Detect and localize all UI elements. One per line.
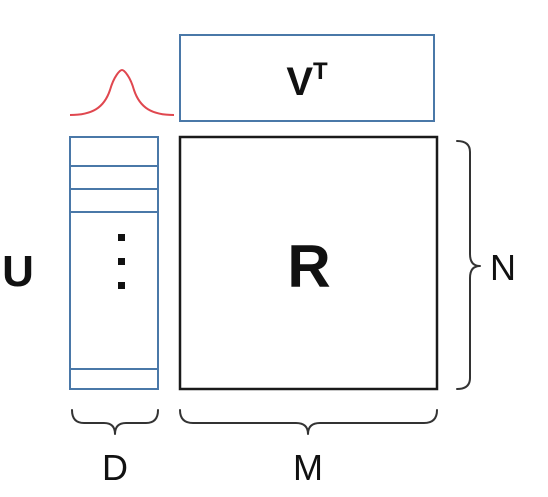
u-label: U: [2, 247, 34, 296]
u-vertical-ellipsis: [118, 234, 125, 289]
d-brace: [71, 409, 159, 435]
u-matrix-outline: [69, 136, 159, 390]
u-matrix: [69, 136, 159, 390]
v-transpose-base: V: [286, 60, 313, 104]
v-transpose-superscript: T: [313, 58, 328, 85]
v-transpose-label: VT: [286, 58, 328, 104]
d-label: D: [102, 447, 128, 488]
m-brace: [179, 409, 438, 435]
gaussian-prior-curve: [69, 68, 175, 116]
m-label: M: [293, 447, 323, 488]
r-matrix-outline: [178, 135, 439, 391]
r-matrix: R: [178, 135, 439, 391]
r-label: R: [287, 233, 330, 300]
n-brace: [456, 140, 481, 390]
n-label: N: [490, 247, 516, 288]
v-transpose-outline: [179, 34, 435, 122]
v-transpose-matrix: VT: [179, 34, 435, 122]
